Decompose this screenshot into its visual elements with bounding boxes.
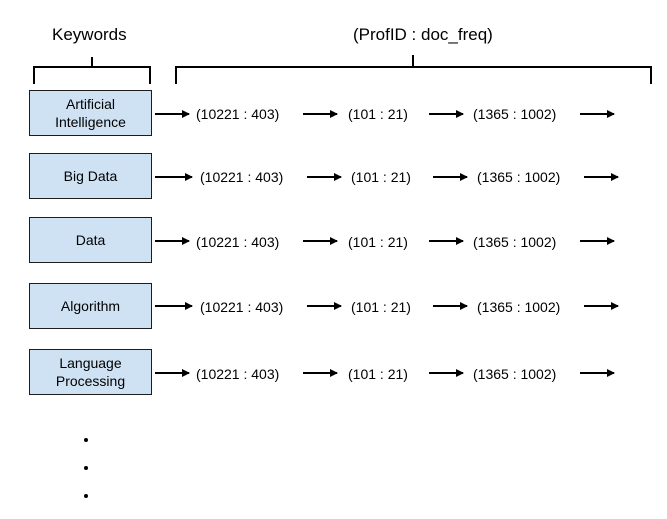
keyword-box-artificial-intelligence: Artificial Intelligence	[29, 90, 152, 136]
posting-entry: (101 : 21)	[351, 299, 411, 315]
posting-entry: (1365 : 1002)	[477, 299, 561, 315]
posting-entry: (1365 : 1002)	[477, 169, 561, 185]
ellipsis-dot	[84, 438, 88, 442]
posting-entry: (1365 : 1002)	[473, 106, 557, 122]
posting-entry: (101 : 21)	[348, 234, 408, 250]
posting-entry: (101 : 21)	[351, 169, 411, 185]
posting-entry: (10221 : 403)	[196, 366, 280, 382]
ellipsis-dot	[84, 466, 88, 470]
keywords-header: Keywords	[52, 25, 127, 44]
postings-brace	[175, 55, 652, 84]
posting-entry: (101 : 21)	[348, 366, 408, 382]
keyword-box-algorithm: Algorithm	[29, 283, 152, 329]
posting-entry: (1365 : 1002)	[473, 234, 557, 250]
keyword-box-data: Data	[29, 217, 152, 263]
posting-entry: (10221 : 403)	[196, 106, 280, 122]
posting-entry: (10221 : 403)	[200, 299, 284, 315]
posting-entry: (10221 : 403)	[196, 234, 280, 250]
keywords-brace	[33, 57, 151, 84]
posting-entry: (101 : 21)	[348, 106, 408, 122]
keyword-box-language-processing: Language Processing	[29, 349, 152, 395]
keyword-box-big-data: Big Data	[29, 153, 152, 199]
postings-header: (ProfID : doc_freq)	[353, 25, 493, 44]
ellipsis-dot	[84, 494, 88, 498]
posting-entry: (1365 : 1002)	[473, 366, 557, 382]
posting-entry: (10221 : 403)	[200, 169, 284, 185]
